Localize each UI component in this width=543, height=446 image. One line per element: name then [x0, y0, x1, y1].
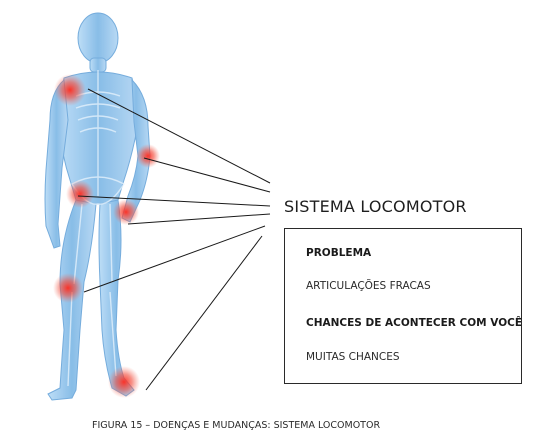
right-tibia [109, 291, 117, 377]
leader-hip [77, 195, 271, 207]
hip-highlight [66, 180, 94, 208]
shoulder-highlight [54, 74, 86, 106]
left-femur [73, 203, 83, 285]
chance-label: CHANCES DE ACONTECER COM VOCÊ [306, 317, 523, 329]
knee-highlight [53, 273, 83, 303]
info-box: PROBLEMA ARTICULAÇÕES FRACAS CHANCES DE … [284, 228, 522, 384]
chance-value: MUITAS CHANCES [306, 351, 400, 363]
rib-2 [75, 103, 121, 109]
left-arm [44, 78, 69, 249]
elbow-highlight [136, 144, 160, 168]
leader-ankle [145, 235, 263, 391]
head [77, 12, 119, 64]
neck [89, 57, 107, 73]
rib-3 [77, 115, 119, 121]
right-femur [109, 203, 113, 283]
leader-elbow [143, 157, 271, 193]
left-tibia [67, 291, 73, 387]
right-leg [98, 199, 135, 397]
rib-4 [79, 127, 117, 133]
leader-shoulder [87, 88, 271, 184]
affected-joints [53, 74, 160, 398]
problem-value: ARTICULAÇÕES FRACAS [306, 280, 431, 292]
problem-label: PROBLEMA [306, 247, 372, 259]
leader-lines [77, 88, 271, 391]
leader-wrist [127, 213, 271, 225]
figure-caption: FIGURA 15 – DOENÇAS E MUDANÇAS: SISTEMA … [92, 420, 381, 431]
right-arm [121, 78, 151, 223]
leader-knee [83, 225, 266, 293]
system-title: SISTEMA LOCOMOTOR [284, 197, 467, 216]
ankle-highlight [108, 366, 140, 398]
wrist-highlight [113, 199, 139, 225]
